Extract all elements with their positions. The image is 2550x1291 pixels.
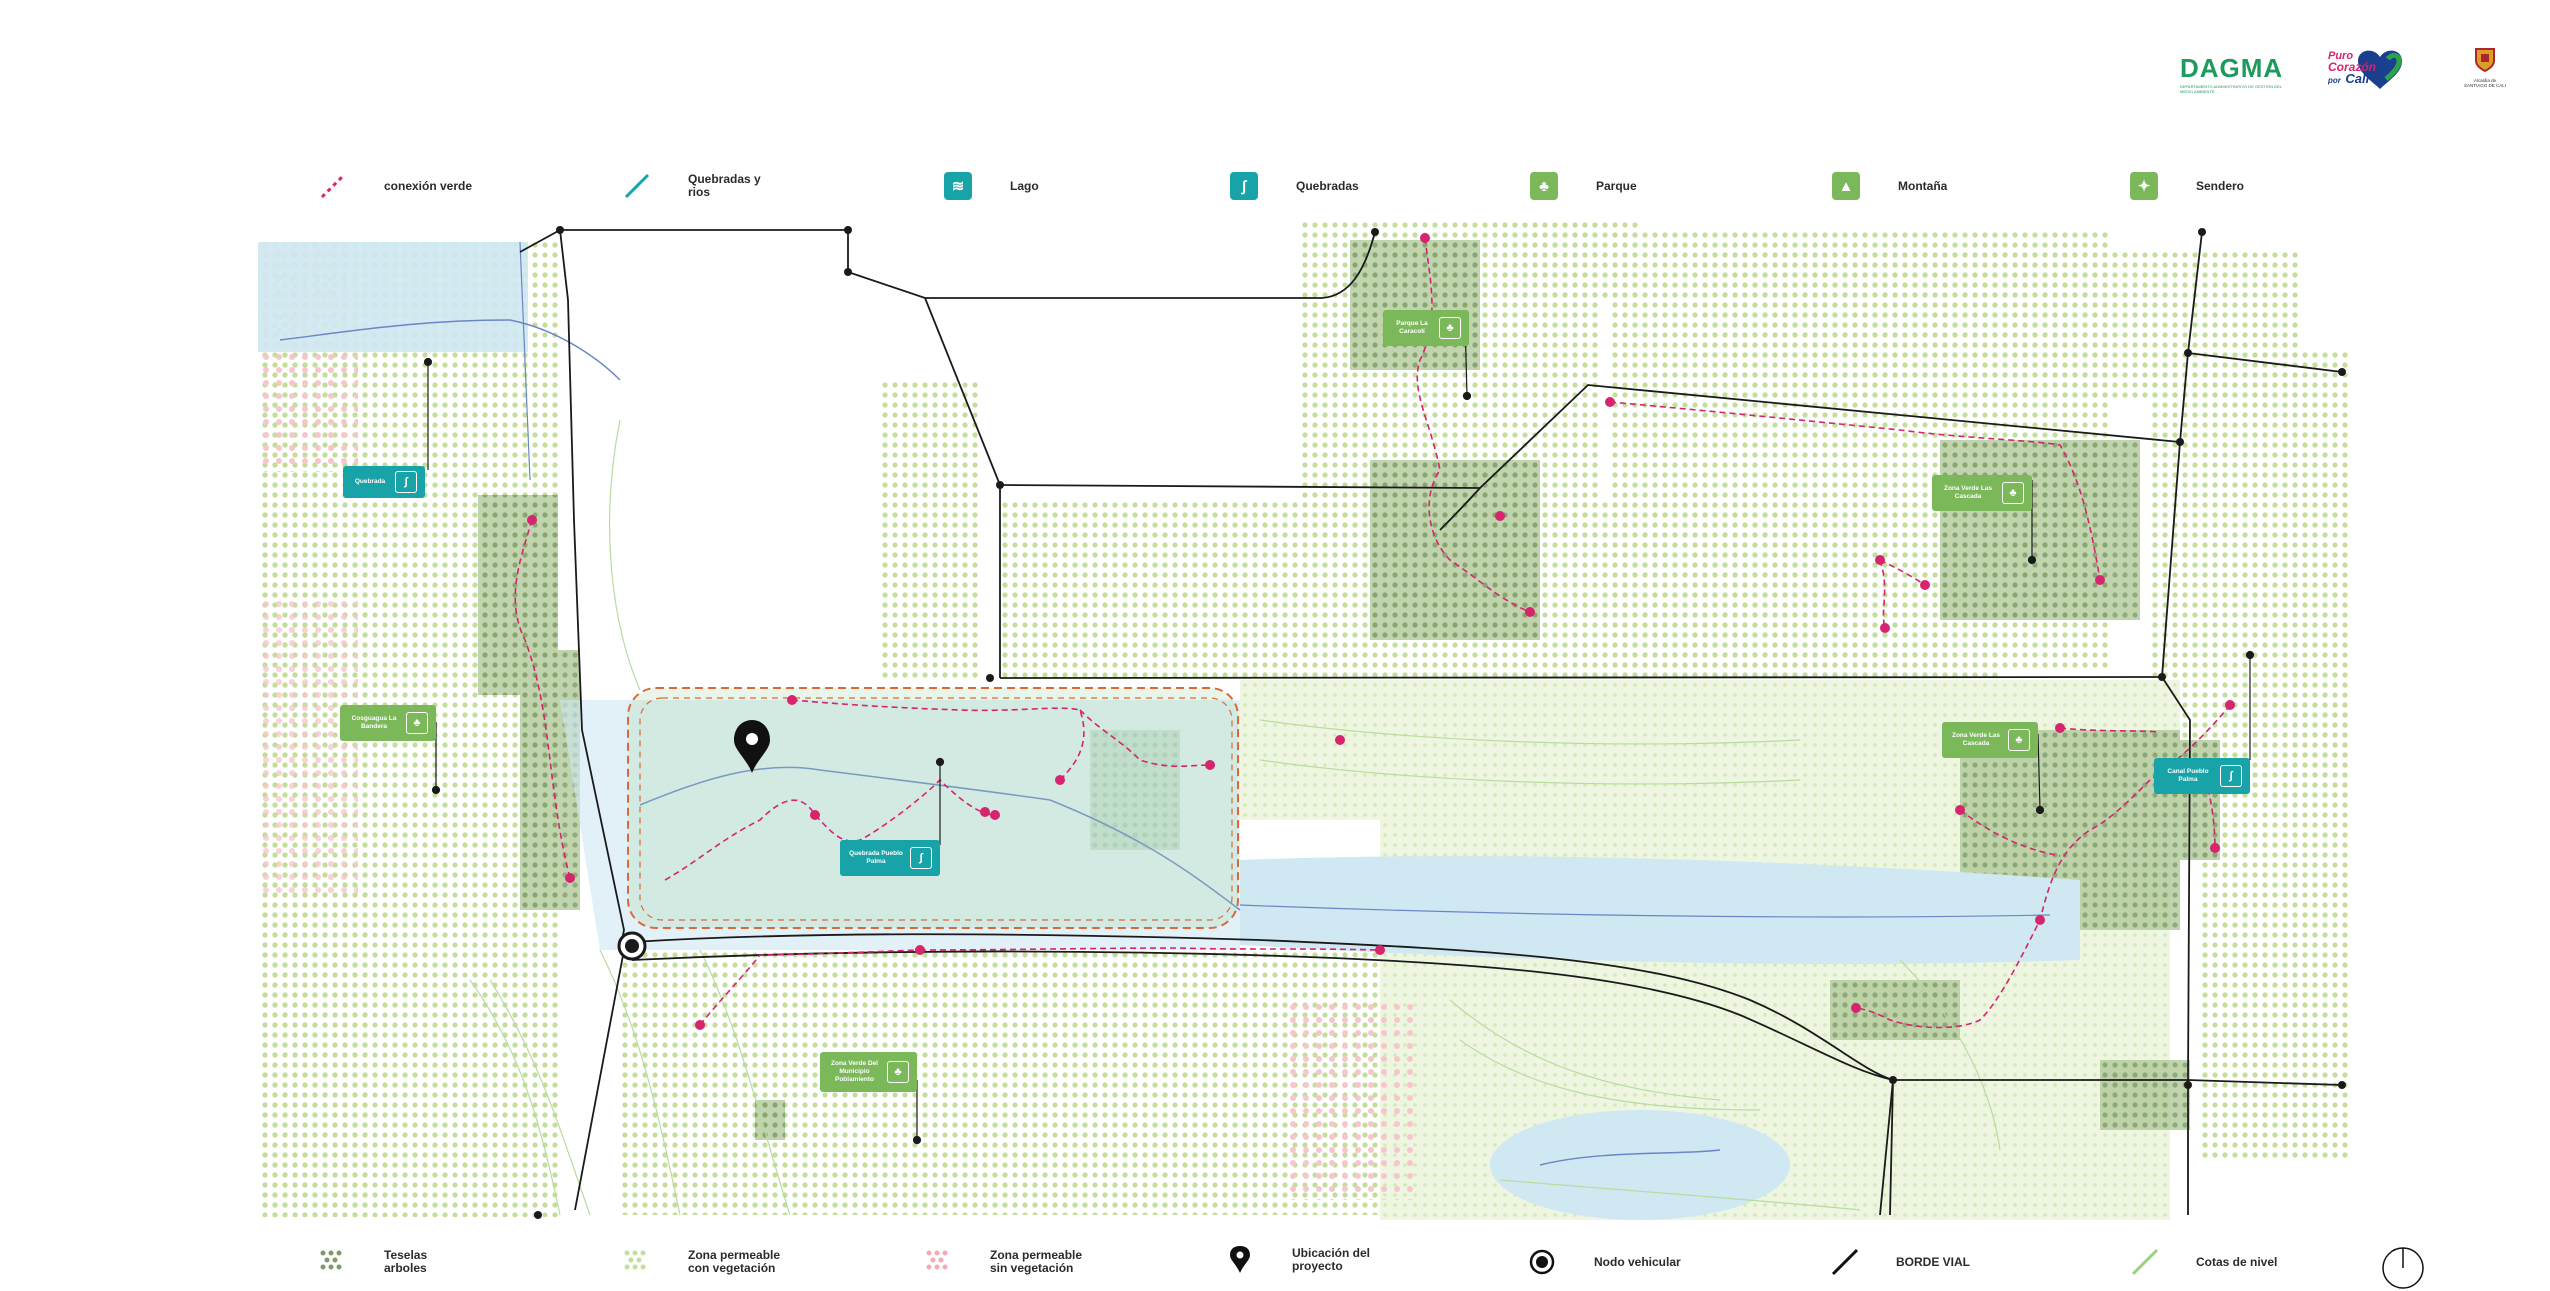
road-edges (519, 229, 2343, 1216)
park-icon: ♣ (887, 1061, 909, 1083)
park-icon: ♣ (1530, 172, 1558, 200)
legend-quebradas-y-rios: Quebradas y rios (622, 172, 768, 200)
header-logos: DAGMA DEPARTAMENTO ADMINISTRATIVO DE GES… (2180, 45, 2510, 105)
mountain-icon: ▲ (1832, 172, 1860, 200)
stream-icon: ∫ (1230, 172, 1258, 200)
lake-icon: ≋ (944, 172, 972, 200)
stream-icon: ∫ (2220, 765, 2242, 787)
vehicle-node-marker[interactable] (617, 931, 647, 961)
alcaldia-logo: Alcaldía de SANTIAGO DE CALI (2460, 47, 2510, 88)
vehicle-node-icon (1528, 1248, 1556, 1276)
park-icon: ♣ (1439, 317, 1461, 339)
legend-sendero: ✦ Sendero (2130, 172, 2244, 200)
road-nodes (534, 226, 2346, 1219)
label-quebrada-pueblo-palma[interactable]: Quebrada Pueblo Palma ∫ (840, 840, 940, 876)
puro-corazon-logo: Puro Corazón por Cali (2328, 45, 2408, 95)
project-area (627, 687, 1239, 929)
park-icon: ♣ (2008, 729, 2030, 751)
green-dots-icon (622, 1248, 650, 1276)
trail-icon: ✦ (2130, 172, 2158, 200)
dashed-line-icon (318, 172, 346, 200)
pink-dots-icon (924, 1248, 952, 1276)
stream-icon: ∫ (395, 471, 417, 493)
legend-montana: ▲ Montaña (1832, 172, 1947, 200)
label-leaders (423, 319, 2255, 1145)
heart-icon (2358, 50, 2402, 89)
contour-lines (469, 419, 2001, 1216)
legend-teselas-arboles: Teselas arboles (318, 1248, 444, 1276)
road-edge-icon (1830, 1248, 1858, 1276)
label-parque-caracoli[interactable]: Parque La Caracolí ♣ (1383, 310, 1469, 346)
label-cosguagua[interactable]: Cosguagua La Bandera ♣ (340, 705, 436, 741)
label-quebrada-nw[interactable]: Quebrada ∫ (343, 466, 425, 498)
label-zona-verde-municipio[interactable]: Zona Verde Del Municipio Poblamiento ♣ (820, 1052, 917, 1092)
location-pin-icon (1226, 1246, 1254, 1274)
park-icon: ♣ (2002, 482, 2024, 504)
label-zona-verde-cascada-2[interactable]: Zona Verde Las Cascada ♣ (1942, 722, 2038, 758)
legend-parque: ♣ Parque (1530, 172, 1637, 200)
legend-cotas-de-nivel: Cotas de nivel (2130, 1248, 2277, 1276)
legend-zona-permeable-sin-vegetacion: Zona permeable sin vegetación (924, 1248, 1100, 1276)
tree-tiles-icon (318, 1248, 346, 1276)
park-icon: ♣ (406, 712, 428, 734)
project-location-pin[interactable] (734, 720, 770, 773)
north-arrow-icon (2382, 1247, 2424, 1289)
legend-borde-vial: BORDE VIAL (1830, 1248, 1970, 1276)
legend-zona-permeable-con-vegetacion: Zona permeable con vegetación (622, 1248, 798, 1276)
legend-conexion-verde: conexión verde (318, 172, 472, 200)
stream-line-icon (622, 172, 650, 200)
label-canal-pueblo-palma[interactable]: Canal Pueblo Palma ∫ (2154, 758, 2250, 794)
stream-icon: ∫ (910, 847, 932, 869)
vegetation-zones (258, 220, 2350, 1220)
trail-waypoints (527, 233, 2235, 1030)
coat-of-arms-icon (2475, 48, 2495, 73)
legend-quebradas: ∫ Quebradas (1230, 172, 1359, 200)
legend-nodo-vehicular: Nodo vehicular (1528, 1248, 1681, 1276)
label-zona-verde-cascada-1[interactable]: Zona Verde Las Cascada ♣ (1932, 475, 2032, 511)
legend-ubicacion-proyecto: Ubicación del proyecto (1226, 1246, 1382, 1274)
water-bodies (258, 241, 2080, 1220)
legend-lago: ≋ Lago (944, 172, 1039, 200)
dagma-logo: DAGMA DEPARTAMENTO ADMINISTRATIVO DE GES… (2180, 53, 2284, 94)
contour-line-icon (2130, 1248, 2158, 1276)
